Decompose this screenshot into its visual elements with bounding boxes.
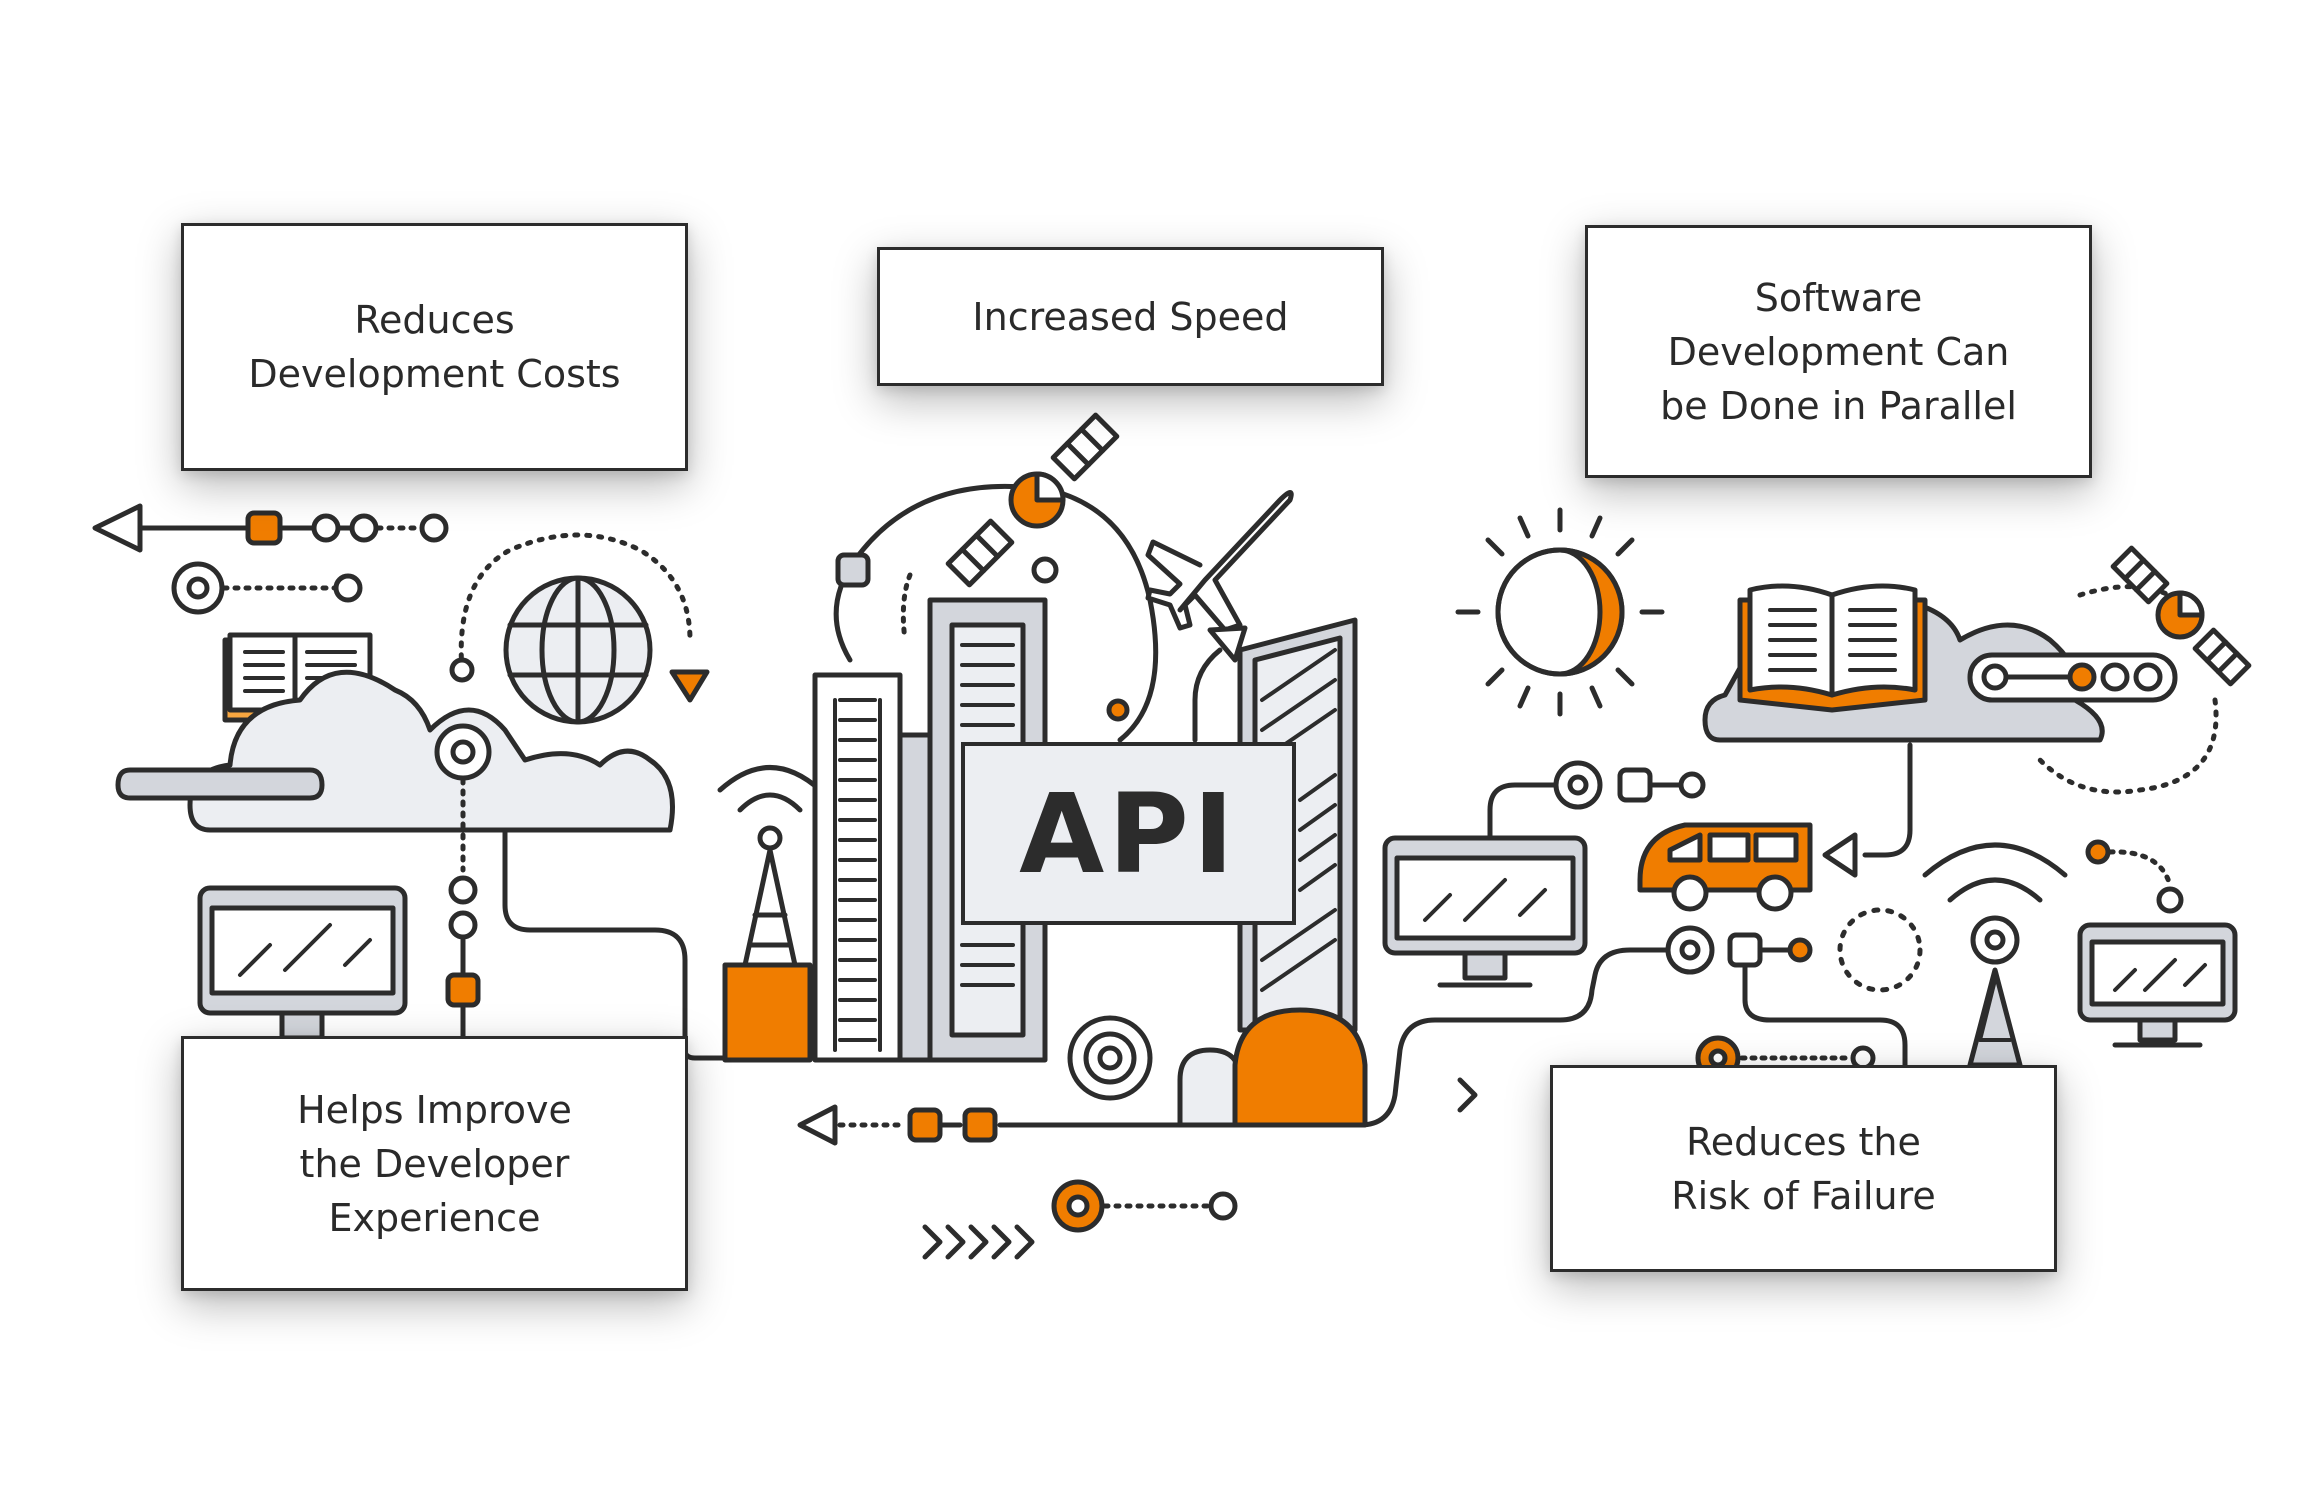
right-top-connector <box>1553 760 1706 810</box>
signal-tower-icon <box>717 765 823 1063</box>
far-right-monitor-icon <box>2077 839 2238 1048</box>
left-cloud-icon <box>115 669 675 1039</box>
right-book-icon <box>1737 583 1928 713</box>
api-label: API <box>961 742 1296 925</box>
benefit-line: Development Costs <box>248 352 621 396</box>
benefit-line: Development Can <box>1667 329 2010 374</box>
benefit-line: Helps Improve <box>297 1087 572 1132</box>
benefit-line: Increased Speed <box>972 294 1289 339</box>
right-toggle-track <box>1967 652 2178 703</box>
benefit-line: Reduces <box>354 298 515 342</box>
benefit-line: Reduces the <box>1686 1119 1921 1164</box>
chevron-right-icon <box>1457 1077 1478 1113</box>
benefit-line: the Developer <box>299 1141 570 1186</box>
benefit-line: be Done in Parallel <box>1660 383 2017 428</box>
tower-windows <box>838 698 877 1042</box>
benefit-line: Risk of Failure <box>1671 1173 1936 1218</box>
left-target-track <box>171 561 363 615</box>
bottom-arrow-track <box>797 1104 998 1146</box>
bus-icon <box>1637 822 1858 912</box>
sun-icon <box>1455 507 1665 717</box>
bottom-target-track <box>1051 1179 1238 1233</box>
right-monitor-icon <box>1382 835 1588 988</box>
center-satellite-icon <box>835 412 1130 722</box>
benefit-developer-experience: Helps Improve the Developer Experience <box>181 1036 688 1291</box>
globe-icon <box>449 532 710 725</box>
up-arrow-icon <box>1192 625 1248 743</box>
benefit-line: Software <box>1754 275 1923 320</box>
chevrons-icon <box>922 1224 1035 1260</box>
airplane-icon <box>1145 490 1294 633</box>
left-arrow-track <box>92 503 449 553</box>
benefit-reduces-development-costs: Reduces Development Costs <box>181 223 688 471</box>
benefit-increased-speed: Increased Speed <box>877 247 1384 386</box>
right-bottom-connectors <box>1665 907 1923 1081</box>
benefit-reduces-risk-of-failure: Reduces the Risk of Failure <box>1550 1065 2057 1272</box>
right-wifi-tower-icon <box>1922 842 2068 1068</box>
benefit-parallel-development: Software Development Can be Done in Para… <box>1585 225 2092 478</box>
right-satellite-icon <box>2037 545 2252 795</box>
left-monitor-icon <box>197 885 408 1041</box>
benefit-line: Experience <box>328 1195 541 1240</box>
